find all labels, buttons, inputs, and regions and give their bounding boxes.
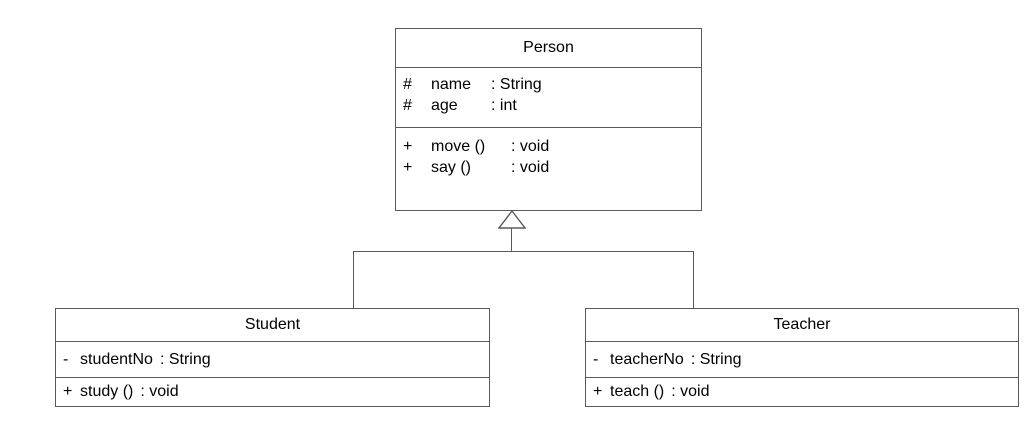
member-name: teach () xyxy=(610,383,665,400)
generalization-arrowhead-icon xyxy=(498,210,526,229)
generalization-horizontal-line xyxy=(353,251,694,252)
generalization-stem-line xyxy=(511,228,512,252)
member-row: -teacherNo : String xyxy=(593,351,1018,369)
operations-compartment: + teach () : void xyxy=(586,378,1018,406)
member-row: # name : String xyxy=(403,74,697,95)
generalization-line-from-student xyxy=(353,251,354,308)
member-name: name xyxy=(431,76,472,93)
member-type: : String xyxy=(690,350,742,368)
member-row: + teach () : void xyxy=(593,383,1018,401)
member-type: : void xyxy=(511,138,550,155)
attributes-compartment: # name : String # age : int xyxy=(396,68,701,128)
class-title: Student xyxy=(56,309,489,342)
member-name: teacherNo xyxy=(610,350,684,368)
operations-compartment: + move () : void + say () : void xyxy=(396,128,701,178)
generalization-line-from-teacher xyxy=(693,251,694,308)
visibility-symbol: - xyxy=(593,350,599,368)
member-row: + study () : void xyxy=(63,383,489,401)
member-name: age xyxy=(431,97,458,114)
member-row: -studentNo : String xyxy=(63,351,489,369)
member-type: : String xyxy=(491,76,542,93)
member-name: study () xyxy=(80,383,134,400)
class-title: Teacher xyxy=(586,309,1018,342)
member-name: move () xyxy=(431,138,486,155)
visibility-symbol: + xyxy=(403,138,413,155)
member-type: : void xyxy=(671,383,710,400)
visibility-symbol: + xyxy=(403,159,413,176)
operations-compartment: + study () : void xyxy=(56,378,489,406)
attributes-compartment: -studentNo : String xyxy=(56,342,489,378)
visibility-symbol: # xyxy=(403,97,412,114)
member-type: : void xyxy=(511,159,550,176)
member-name: studentNo xyxy=(80,350,153,368)
member-row: # age : int xyxy=(403,95,697,116)
member-row: + say () : void xyxy=(403,157,697,178)
member-type: : String xyxy=(159,350,211,368)
member-name: say () xyxy=(431,159,471,176)
attributes-compartment: -teacherNo : String xyxy=(586,342,1018,378)
member-type: : int xyxy=(491,97,517,114)
visibility-symbol: - xyxy=(63,350,69,368)
member-type: : void xyxy=(140,383,179,400)
class-box-person[interactable]: Person # name : String # age : int + move () : … xyxy=(395,28,702,211)
visibility-symbol: # xyxy=(403,76,412,93)
member-row: + move () : void xyxy=(403,136,697,157)
class-title: Person xyxy=(396,29,701,68)
class-box-student[interactable]: Student -studentNo : String + study () : vo… xyxy=(55,308,490,407)
visibility-symbol: + xyxy=(63,383,73,400)
class-box-teacher[interactable]: Teacher -teacherNo : String + teach () : vo… xyxy=(585,308,1019,407)
visibility-symbol: + xyxy=(593,383,603,400)
